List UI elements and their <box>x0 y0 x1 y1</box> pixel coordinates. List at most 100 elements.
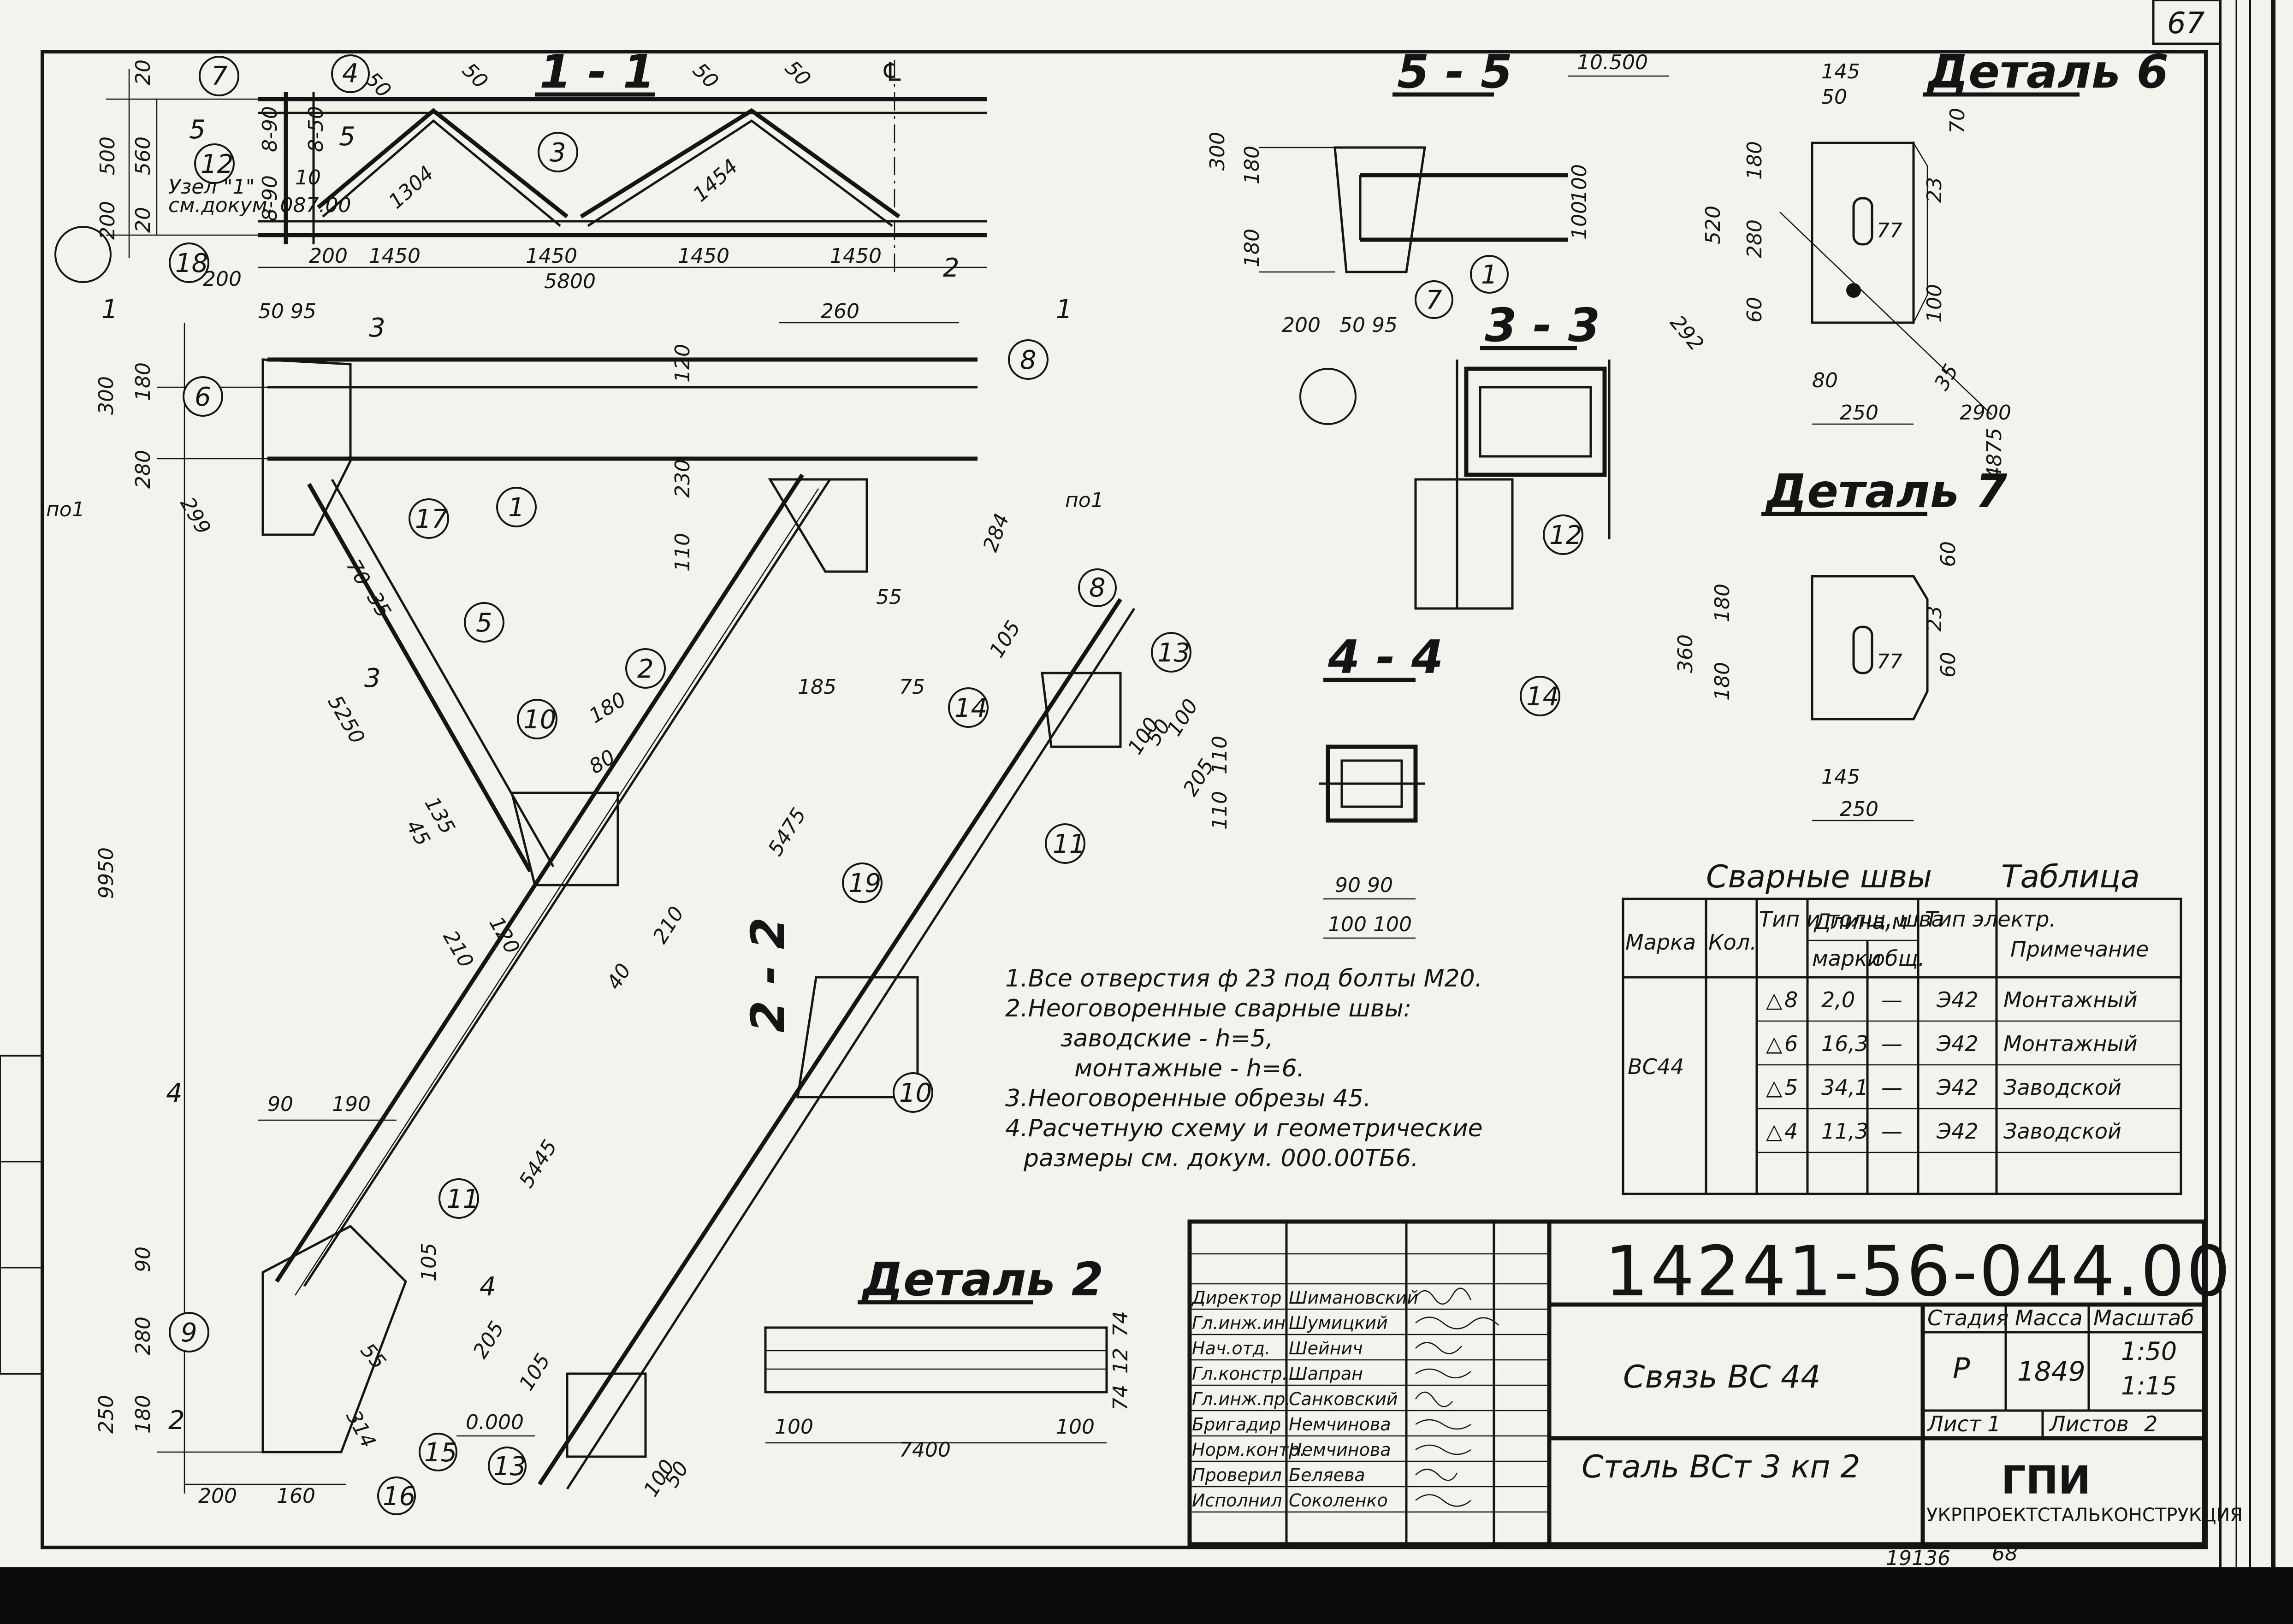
label-weld_table-rows-2-len: 34,1 <box>1821 1075 1868 1100</box>
page-number: 67 <box>2167 6 2205 41</box>
label-sections-cut_1b: 1 <box>1056 295 1072 325</box>
label-title_block-signatures-3-name: Шапран <box>1289 1364 1363 1384</box>
label-sections-cut_3b: 3 <box>364 663 381 693</box>
label-dimensions-d560: 560 <box>131 136 155 175</box>
label-weld_table-rows-3-total: — <box>1881 1119 1902 1144</box>
label-dimensions-d280b: 280 <box>131 1317 155 1355</box>
label-dimensions-d100f: 100 <box>1923 284 1946 323</box>
label-dimensions-d1450d: 1450 <box>830 244 882 268</box>
label-dimensions-d74a: 74 <box>1109 1311 1132 1337</box>
label-dimensions-d100100: 100 100 <box>1328 913 1412 936</box>
section-4-4: 4 - 4 110 110 90 90 100 100 <box>1208 630 1443 939</box>
label-weld_table-headers-remark: Примечание <box>2010 937 2149 962</box>
label-dimensions-d200c: 200 <box>198 1484 237 1508</box>
label-dimensions-d100h: 100 <box>1056 1415 1095 1439</box>
label-dimensions-d60b: 60 <box>1937 541 1960 567</box>
label-dimensions-d4875: 4875 <box>1983 428 2006 479</box>
label-dimensions-d2900: 2900 <box>1960 401 2011 425</box>
label-dimensions-d8_50: 8-50 <box>304 106 328 152</box>
label-dimensions-d180f: 180 <box>1743 141 1766 180</box>
label-dimensions-d200: 200 <box>96 201 119 240</box>
label-dimensions-d105: 105 <box>417 1243 441 1281</box>
label-title_block-sheet_label: Лист <box>1926 1411 1982 1436</box>
drawing-name: Связь ВС 44 <box>1623 1359 1821 1395</box>
label-sections-cut_1a: 1 <box>101 295 118 325</box>
label-dimensions-d180a: 180 <box>131 362 155 401</box>
label-dimensions-d74b: 74 <box>1109 1385 1132 1411</box>
label-dimensions-d23: 23 <box>1923 177 1946 203</box>
handwritten-signatures <box>1415 1287 1499 1507</box>
mark-11b: 11 <box>446 1184 479 1214</box>
label-dimensions-d200d: 200 <box>1282 313 1321 337</box>
note-2: 2.Неоговоренные сварные швы: <box>1005 995 1411 1022</box>
label-title_block-sheets: 2 <box>2144 1411 2157 1436</box>
label-dimensions-d200b: 200 <box>203 267 242 291</box>
label-sections-cut_5b: 5 <box>339 122 356 152</box>
label-title_block-signatures-0-role: Директор <box>1191 1287 1281 1308</box>
mark-14a: 14 <box>954 693 987 723</box>
note-2b: монтажные - h=6. <box>1074 1055 1304 1082</box>
scale-1: 1:50 <box>2121 1337 2177 1366</box>
label-weld_table-rows-3-el: Э42 <box>1936 1119 1979 1144</box>
svg-text:△: △ <box>1766 1031 1783 1056</box>
mark-13b: 13 <box>493 1452 526 1482</box>
label-dimensions-d230: 230 <box>671 459 694 498</box>
label-dimensions-d250c: 250 <box>1840 797 1878 821</box>
label-weld_table-rows-1-len: 16,3 <box>1821 1031 1868 1056</box>
mark-2: 2 <box>637 654 654 684</box>
label-dimensions-d1450a: 1450 <box>369 244 421 268</box>
note-4b: размеры см. докум. 000.00ТБ6. <box>1023 1145 1418 1172</box>
label-dimensions-d100d: 100 <box>1568 164 1591 203</box>
label-dimensions-d8_90a: 8-90 <box>258 106 282 152</box>
label-title_block-signatures-5-name: Немчинова <box>1289 1414 1391 1435</box>
label-dimensions-d100e: 100 <box>1568 201 1591 240</box>
label-dimensions-d10500: 10.500 <box>1577 51 1648 74</box>
label-weld_table-headers-length: Длина,м <box>1813 909 1908 934</box>
footer-left: 19136 <box>1886 1547 1950 1570</box>
general-notes: 1.Все отверстия ф 23 под болты М20. 2.Не… <box>1005 965 1483 1172</box>
label-dimensions-d180g: 180 <box>1711 584 1734 622</box>
label-dimensions-d0000: 0.000 <box>466 1411 524 1434</box>
label-weld_table-rows-2-remark: Заводской <box>2003 1075 2121 1100</box>
mark-4: 4 <box>342 59 359 89</box>
label-title_block-signatures-7-role: Проверил <box>1192 1465 1282 1485</box>
label-weld_table-rows-0-total: — <box>1881 987 1902 1012</box>
label-title_block-signatures-8-name: Соколенко <box>1289 1490 1388 1511</box>
label-dimensions-d100g: 100 <box>775 1415 813 1439</box>
label-weld_table-headers-mark: Марка <box>1625 930 1696 955</box>
label-dimensions-d75: 75 <box>899 675 925 699</box>
label-title_block-signatures-2-name: Шейнич <box>1289 1338 1363 1358</box>
drawing-frame <box>41 50 2208 1549</box>
label-weld_table-rows-2-type: 5 <box>1784 1075 1798 1100</box>
label-dimensions-d9950: 9950 <box>95 847 118 899</box>
label-title_block-signatures-7-name: Беляева <box>1289 1465 1365 1485</box>
label-dimensions-d23b: 23 <box>1923 606 1946 632</box>
label-dimensions-d250: 250 <box>95 1395 118 1434</box>
note-4: 4.Расчетную схему и геометрические <box>1005 1115 1483 1142</box>
label-dimensions-d77: 77 <box>1877 219 1902 242</box>
label-weld_table-rows-2-total: — <box>1881 1075 1902 1100</box>
hole-punch-mark-2 <box>1299 368 1357 425</box>
label-title_block-signatures-0-name: Шимановский <box>1289 1287 1418 1308</box>
label-weld_table-rows-0-remark: Монтажный <box>2003 987 2138 1012</box>
label-dimensions-d110a: 110 <box>1208 736 1232 774</box>
mark-9: 9 <box>181 1318 197 1348</box>
label-sections-s44: 4 - 4 <box>1327 630 1443 684</box>
weld-table-label: Таблица <box>2001 859 2140 895</box>
label-title_block-signatures-1-role: Гл.инж.ин <box>1192 1313 1286 1333</box>
label-dimensions-d1450b: 1450 <box>526 244 577 268</box>
weld-row-3: △5 34,1 — Э42 Заводской <box>1766 1075 2121 1100</box>
label-weld_table-rows-0-type: 8 <box>1784 987 1798 1012</box>
mark-3: 3 <box>550 138 566 168</box>
label-title_block-signatures-8-role: Исполнил <box>1192 1490 1282 1511</box>
note-2a: заводские - h=5, <box>1061 1025 1274 1052</box>
label-dimensions-d5095b: 50 95 <box>1339 313 1398 337</box>
label-dimensions-d190: 190 <box>332 1093 371 1116</box>
label-dimensions-d500: 500 <box>96 136 119 175</box>
label-weld_table-rows-3-remark: Заводской <box>2003 1119 2121 1144</box>
label-title_block-mass_label: Масса <box>2015 1305 2083 1330</box>
weld-mark: ВС44 <box>1628 1054 1684 1079</box>
label-sections-cut_3: 3 <box>369 313 385 343</box>
mark-18: 18 <box>175 248 208 278</box>
label-title_block-stage_label: Стадия <box>1927 1305 2009 1330</box>
